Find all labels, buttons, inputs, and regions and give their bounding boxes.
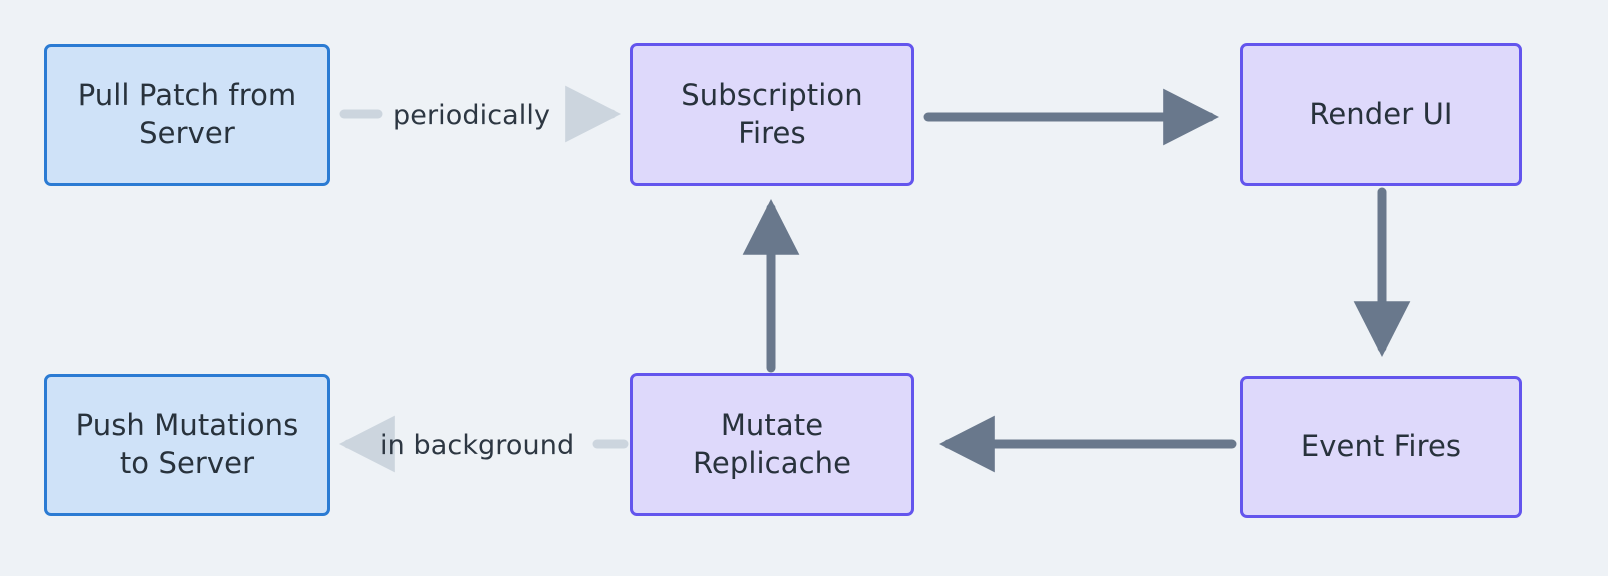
node-label: Mutate Replicache: [692, 407, 852, 480]
edge-label-in-background: in background: [380, 430, 575, 461]
node-label: Event Fires: [1300, 429, 1462, 464]
node-pull-patch-from-server[interactable]: Pull Patch from Server: [44, 44, 330, 186]
edge-label-periodically: periodically: [393, 100, 551, 131]
node-label: Push Mutations to Server: [75, 408, 299, 480]
node-label: Subscription Fires: [681, 77, 863, 150]
node-event-fires[interactable]: Event Fires: [1240, 376, 1522, 518]
node-label: Render UI: [1309, 96, 1453, 131]
node-label: Pull Patch from Server: [77, 78, 297, 150]
node-render-ui[interactable]: Render UI: [1240, 43, 1522, 186]
node-subscription-fires[interactable]: Subscription Fires: [630, 43, 914, 186]
node-mutate-replicache[interactable]: Mutate Replicache: [630, 373, 914, 516]
node-push-mutations-to-server[interactable]: Push Mutations to Server: [44, 374, 330, 516]
